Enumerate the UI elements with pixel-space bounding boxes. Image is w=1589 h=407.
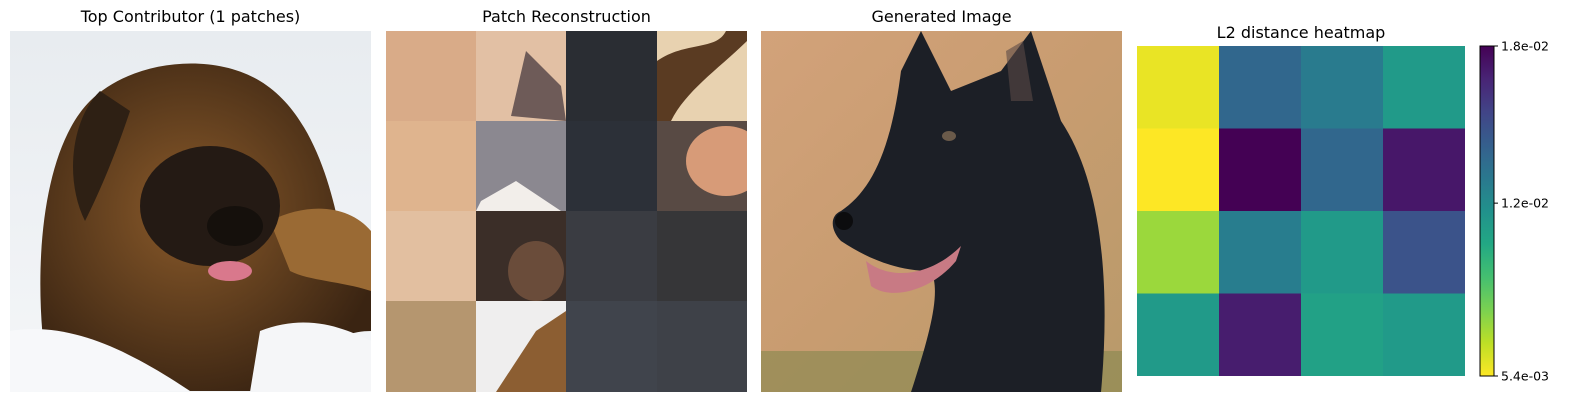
heatmap-cell <box>1137 46 1220 129</box>
colorbar-gradient <box>1479 45 1495 377</box>
heatmap-cell <box>1219 293 1302 376</box>
heatmap-cell <box>1301 128 1384 212</box>
black-shepherd-dog-photo-icon <box>761 31 1122 392</box>
colorbar-tick-label: 5.4e-03 <box>1501 369 1549 384</box>
colorbar-tick-label: 1.8e-02 <box>1501 39 1549 54</box>
top-contributor-title: Top Contributor (1 patches) <box>80 7 301 26</box>
heatmap-cell <box>1383 46 1465 129</box>
heatmap-cell <box>1383 128 1465 212</box>
heatmap-cell <box>1219 46 1302 129</box>
colorbar: 1.8e-02 1.2e-02 5.4e-03 <box>1479 39 1549 384</box>
heatmap-cell <box>1301 211 1384 294</box>
leonberger-dog-photo-icon <box>10 31 371 392</box>
heatmap-cell <box>1137 128 1220 212</box>
heatmap-cell <box>1219 211 1302 294</box>
patch-reconstruction-title: Patch Reconstruction <box>482 7 651 26</box>
heatmap-cell <box>1137 293 1220 376</box>
top-contributor-image <box>10 31 371 392</box>
heatmap-cell <box>1301 293 1384 376</box>
heatmap-cell <box>1383 211 1465 294</box>
l2-distance-heatmap <box>1137 46 1465 376</box>
heatmap-title: L2 distance heatmap <box>1216 23 1386 42</box>
patch-reconstruction-image <box>386 31 747 392</box>
patch-mosaic-icon <box>386 31 747 392</box>
colorbar-tick-label: 1.2e-02 <box>1501 196 1549 211</box>
heatmap-cell <box>1301 46 1384 129</box>
heatmap-cell <box>1137 211 1220 294</box>
heatmap-cell <box>1383 293 1465 376</box>
generated-image-title: Generated Image <box>871 7 1012 26</box>
heatmap-cell <box>1219 128 1302 212</box>
generated-image <box>761 31 1122 392</box>
